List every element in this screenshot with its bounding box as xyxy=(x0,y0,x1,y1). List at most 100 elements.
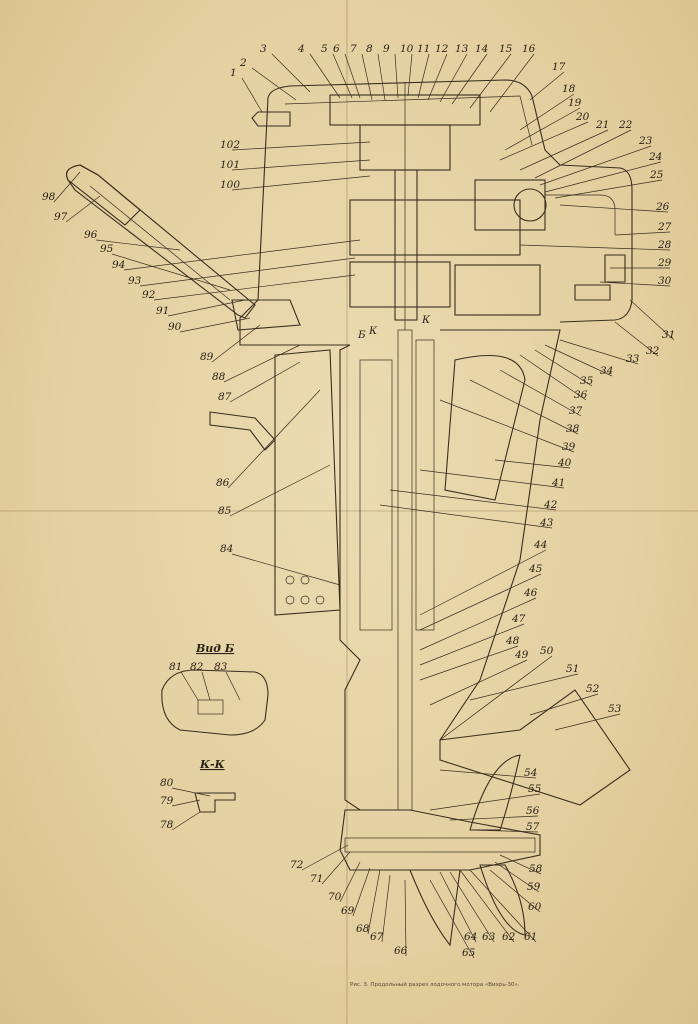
leader-line-58 xyxy=(499,854,542,875)
callout-60: 60 xyxy=(528,901,542,913)
callout-10: 10 xyxy=(400,43,414,55)
section-kk-detail xyxy=(194,792,236,813)
callout-5: 5 xyxy=(321,43,328,55)
leader-line-20 xyxy=(499,121,589,161)
gear-case xyxy=(339,809,541,871)
leader-line-33 xyxy=(559,339,639,365)
section-mark-k: К xyxy=(368,325,378,337)
leader-line-5 xyxy=(332,53,353,99)
callout-50: 50 xyxy=(540,645,554,657)
leader-line-40 xyxy=(494,459,571,469)
callout-39: 39 xyxy=(562,441,576,453)
callout-49: 49 xyxy=(514,649,529,661)
callout-67: 67 xyxy=(370,931,384,943)
leader-line-92 xyxy=(153,274,356,301)
leader-line-101 xyxy=(231,159,371,171)
carburetor xyxy=(474,179,546,231)
callout-47: 47 xyxy=(511,613,526,625)
callout-84: 84 xyxy=(220,543,233,555)
leader-line-102 xyxy=(231,141,371,151)
leader-line-64 xyxy=(439,871,477,943)
callout-24: 24 xyxy=(648,151,662,163)
leader-line-55 xyxy=(429,793,541,811)
callout-54: 54 xyxy=(524,767,537,779)
callout-51: 51 xyxy=(566,663,579,675)
leader-line-82 xyxy=(201,671,211,701)
fold-line-vertical xyxy=(346,0,348,1024)
callout-16: 16 xyxy=(522,43,536,55)
callout-69: 69 xyxy=(341,905,355,917)
callout-12: 12 xyxy=(435,43,449,55)
leader-line-90 xyxy=(179,317,251,333)
figure-caption: Рис. 3. Продольный разрез лодочного мото… xyxy=(350,981,520,988)
leader-line-10 xyxy=(407,53,413,97)
callout-102: 102 xyxy=(220,139,240,151)
leader-line-89 xyxy=(211,324,261,363)
leader-line-96 xyxy=(95,239,181,251)
leader-line-30 xyxy=(599,281,671,287)
leader-line-52 xyxy=(529,693,599,716)
water-tube xyxy=(415,339,435,631)
callout-85: 85 xyxy=(218,505,232,517)
callout-101: 101 xyxy=(220,159,240,171)
callout-80: 80 xyxy=(160,777,174,789)
propeller-blade-lower xyxy=(479,864,526,936)
view-b-title: Вид Б xyxy=(195,642,235,655)
callout-18: 18 xyxy=(562,83,576,95)
bracket-hole xyxy=(315,595,325,605)
leader-line-18 xyxy=(519,93,575,131)
callout-21: 21 xyxy=(595,119,609,131)
leader-line-100 xyxy=(231,175,371,191)
callout-62: 62 xyxy=(502,931,516,943)
leader-line-26 xyxy=(559,204,669,213)
leader-line-21 xyxy=(519,129,609,171)
leader-line-38 xyxy=(469,379,579,435)
leader-line-34 xyxy=(544,344,613,377)
leader-line-54 xyxy=(439,769,537,779)
leader-line-9 xyxy=(394,53,399,99)
leader-line-27 xyxy=(614,231,671,236)
view-b-part xyxy=(197,699,224,715)
leader-line-32 xyxy=(614,321,659,357)
callout-64: 64 xyxy=(464,931,477,943)
leader-line-35 xyxy=(534,349,593,387)
leader-line-44 xyxy=(419,549,547,616)
leader-line-12 xyxy=(427,53,448,101)
callout-35: 35 xyxy=(580,375,594,387)
callout-58: 58 xyxy=(529,863,543,875)
spark-plug-top xyxy=(604,254,626,283)
callout-63: 63 xyxy=(482,931,496,943)
leader-line-15 xyxy=(469,53,512,109)
callout-61: 61 xyxy=(524,931,537,943)
callout-79: 79 xyxy=(160,795,174,807)
choke-knob xyxy=(251,111,291,127)
tiller-pivot xyxy=(231,299,301,331)
callout-33: 33 xyxy=(626,353,640,365)
callout-89: 89 xyxy=(200,351,214,363)
leader-line-95 xyxy=(111,253,231,291)
leader-line-3 xyxy=(271,53,311,93)
leader-line-2 xyxy=(251,67,297,101)
callout-90: 90 xyxy=(168,321,182,333)
leader-line-71 xyxy=(321,851,351,885)
fuel-line xyxy=(545,194,616,235)
callout-57: 57 xyxy=(526,821,540,833)
leader-line-24 xyxy=(544,161,662,193)
leader-line-88 xyxy=(223,344,301,383)
bracket-hole xyxy=(300,595,310,605)
callout-34: 34 xyxy=(600,365,613,377)
exhaust-tube xyxy=(359,359,393,631)
leader-line-48 xyxy=(419,645,519,681)
section-mark-b: Б xyxy=(357,329,366,341)
tiller-cable xyxy=(89,185,231,301)
callout-15: 15 xyxy=(499,43,513,55)
leader-line-8 xyxy=(377,53,386,101)
leader-line-53 xyxy=(554,713,621,731)
callout-82: 82 xyxy=(190,661,204,673)
leader-line-51 xyxy=(469,673,579,701)
leader-line-19 xyxy=(504,107,581,151)
leader-line-85 xyxy=(229,464,331,517)
leader-line-84 xyxy=(231,553,341,586)
leader-line-43 xyxy=(379,504,553,529)
callout-36: 36 xyxy=(574,389,588,401)
